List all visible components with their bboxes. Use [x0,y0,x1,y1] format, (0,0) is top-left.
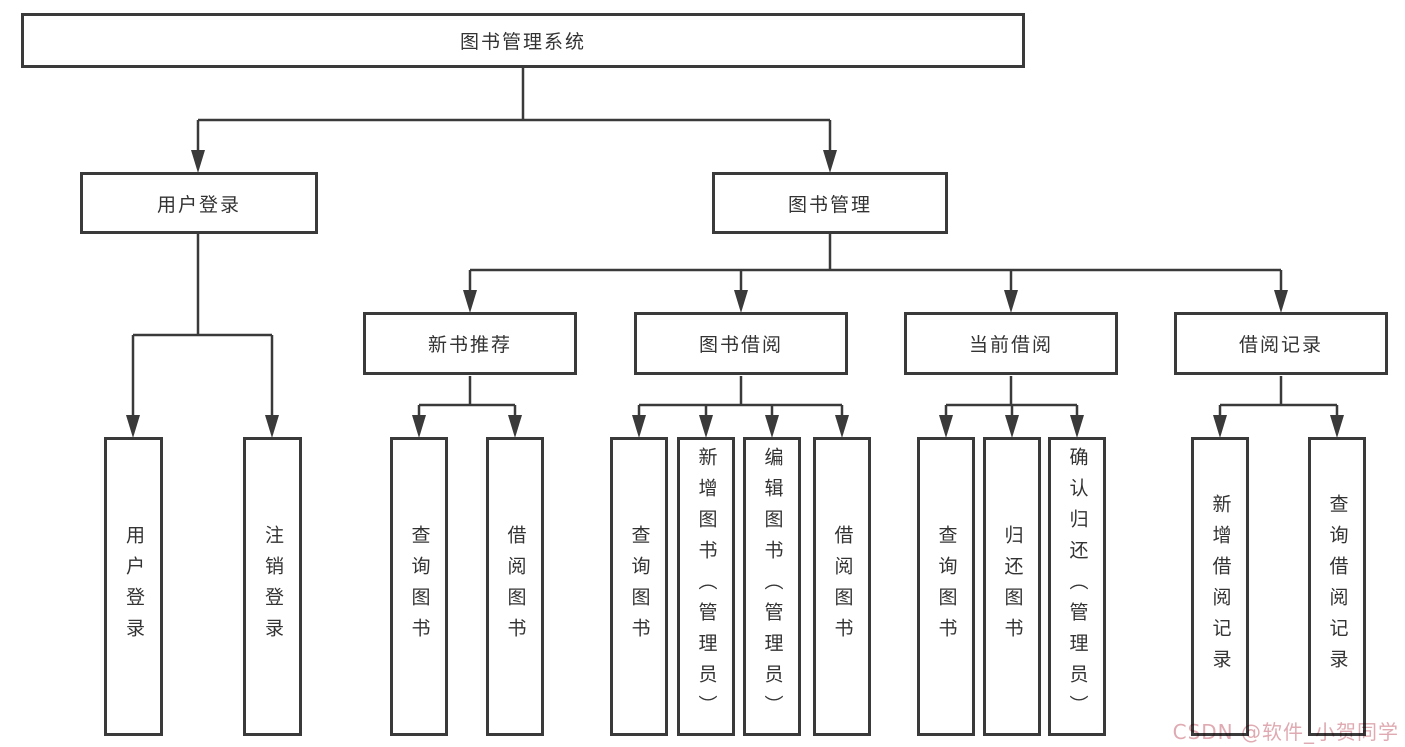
node-book-management: 图书管理 [712,172,948,234]
node-label: 查询图书 [935,524,958,649]
node-label: 用户登录 [123,524,145,649]
connector-new-book [412,376,522,438]
node-book-borrow: 图书借阅 [634,312,848,375]
leaf-borrow-book-2: 借阅图书 [813,437,871,736]
node-label: 借阅图书 [504,524,527,649]
node-label: 新增图书（管理员） [695,447,718,726]
node-label: 新增借阅记录 [1209,493,1232,680]
node-label: 确认归还（管理员） [1066,447,1089,726]
node-current-borrow: 当前借阅 [904,312,1118,375]
leaf-borrow-book-1: 借阅图书 [486,437,544,736]
node-label: 注销登录 [262,524,284,649]
leaf-confirm-return-admin: 确认归还（管理员） [1048,437,1106,736]
leaf-return-book: 归还图书 [983,437,1041,736]
leaf-query-book-1: 查询图书 [390,437,448,736]
node-label: 借阅记录 [1238,334,1323,356]
node-label: 用户登录 [156,193,241,216]
leaf-add-borrow-record: 新增借阅记录 [1191,437,1249,736]
node-library-management-system: 图书管理系统 [21,13,1025,68]
connector-book-management [463,234,1288,313]
leaf-query-book-3: 查询图书 [917,437,975,736]
node-label: 查询借阅记录 [1326,493,1349,680]
node-label: 查询图书 [408,524,431,649]
node-label: 归还图书 [1001,524,1024,649]
node-label: 图书借阅 [698,334,783,356]
connector-root [191,68,837,173]
node-borrow-record: 借阅记录 [1174,312,1388,375]
leaf-user-login: 用户登录 [104,437,163,736]
leaf-edit-book-admin: 编辑图书（管理员） [743,437,801,736]
node-label: 查询图书 [628,524,651,649]
connector-borrow-record [1213,376,1344,438]
node-label: 新书推荐 [427,334,512,356]
leaf-logout: 注销登录 [243,437,302,736]
leaf-query-book-2: 查询图书 [610,437,668,736]
csdn-watermark: CSDN @软件_小贺同学 [1172,720,1399,744]
node-user-login: 用户登录 [80,172,318,234]
connector-user-login [126,234,279,438]
node-new-book-recommend: 新书推荐 [363,312,577,375]
node-label: 当前借阅 [968,334,1053,356]
connector-book-borrow [632,376,849,438]
node-label: 图书管理 [787,193,872,216]
leaf-query-borrow-record: 查询借阅记录 [1308,437,1366,736]
node-label: 编辑图书（管理员） [761,447,784,726]
node-label: 借阅图书 [831,524,854,649]
leaf-add-book-admin: 新增图书（管理员） [677,437,735,736]
node-label: 图书管理系统 [459,31,586,53]
connector-current-borrow [939,376,1084,438]
